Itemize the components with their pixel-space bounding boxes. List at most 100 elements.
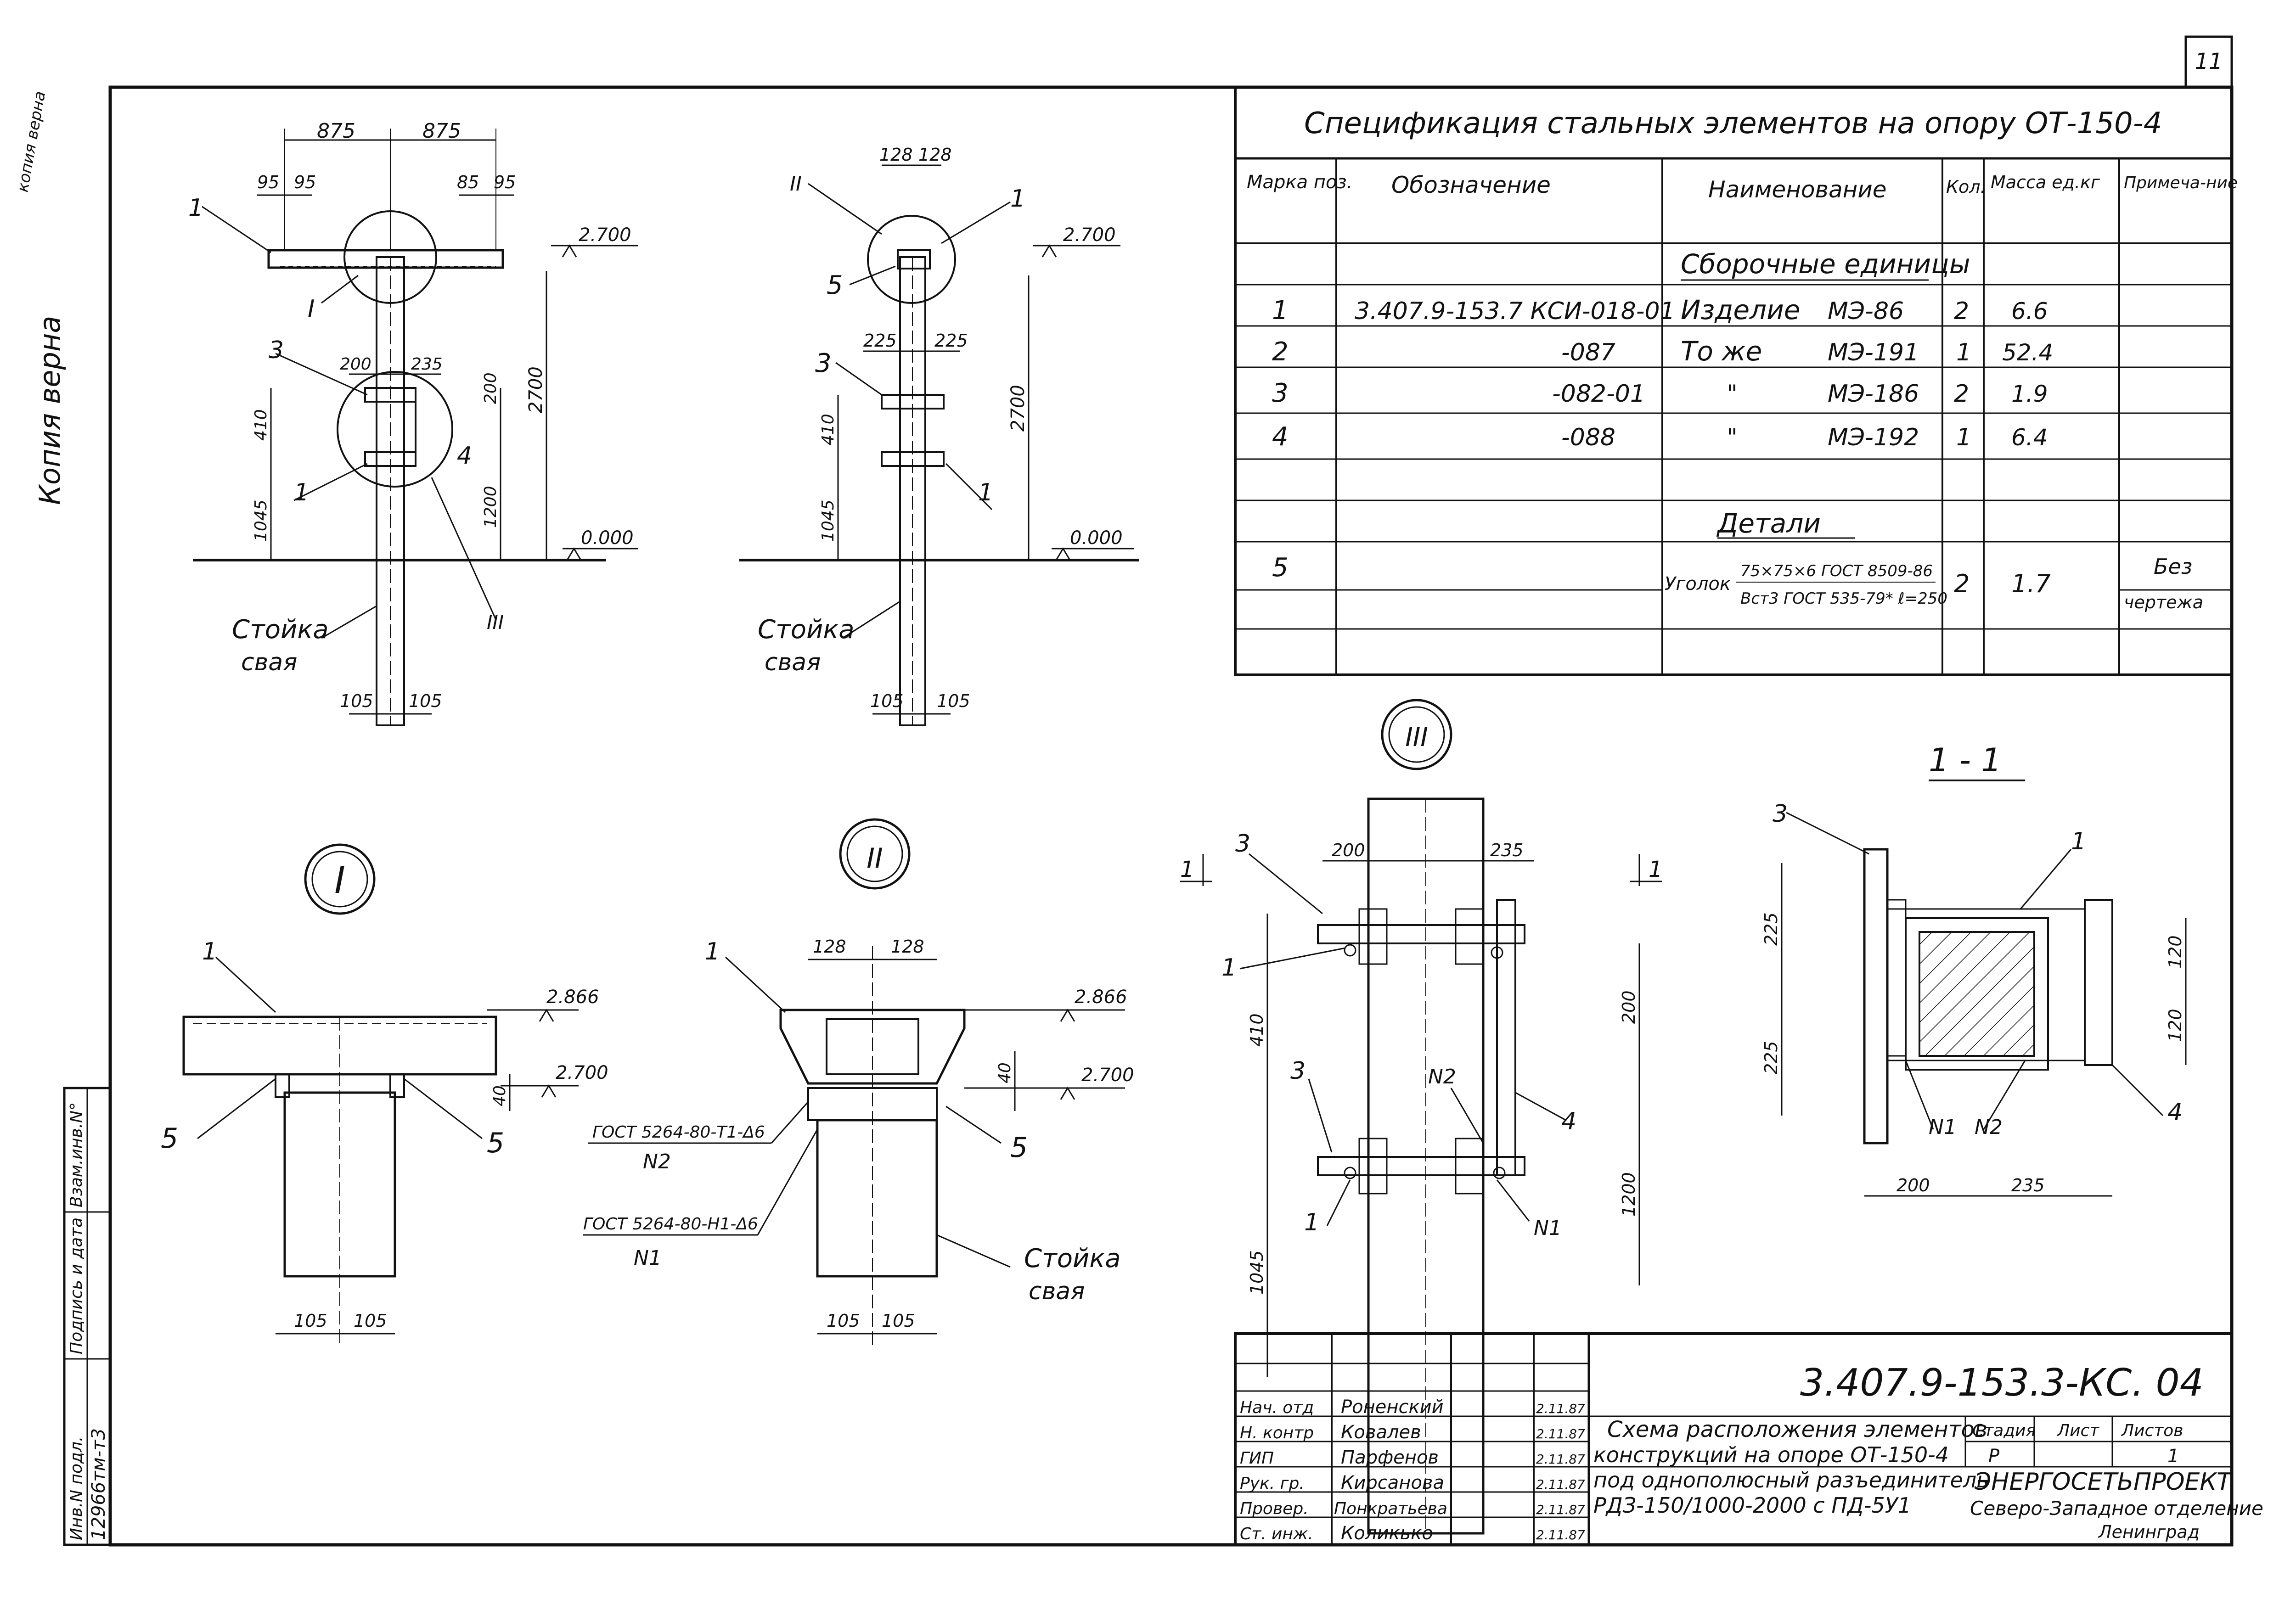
pile-label: Стойка	[758, 615, 855, 645]
dim: 2700	[1007, 385, 1029, 432]
svg-text:2.11.87: 2.11.87	[1536, 1502, 1585, 1517]
row-designation: -082-01	[1552, 380, 1645, 408]
callout: 1	[978, 479, 993, 506]
row-name: "	[1727, 380, 1738, 408]
svg-text:Коликько: Коликько	[1341, 1523, 1433, 1544]
row-qty: 2	[1954, 569, 1970, 598]
node-label: I	[334, 859, 345, 902]
callout: N2	[1975, 1116, 2003, 1139]
sheet-label: Лист	[2056, 1421, 2099, 1440]
stamp-small-text: копия верна	[13, 90, 49, 193]
row-mass: 6.6	[2011, 298, 2048, 325]
description-line: Схема расположения элементов	[1607, 1417, 1987, 1442]
row-qty: 2	[1954, 297, 1969, 325]
hdr-qty: Кол.	[1946, 177, 1986, 197]
elev-ground: 0.000	[581, 527, 634, 549]
svg-text:2.11.87: 2.11.87	[1536, 1477, 1585, 1492]
org-branch: Северо-Западное отделение	[1970, 1497, 2263, 1520]
svg-text:Рук. гр.: Рук. гр.	[1240, 1474, 1305, 1493]
sheets-label: Листов	[2121, 1421, 2183, 1440]
callout: 1	[294, 479, 309, 506]
dim: 875	[422, 119, 461, 143]
dim: 235	[411, 355, 443, 374]
hdr-note: Примеча-ние	[2124, 174, 2238, 192]
elev-ground: 0.000	[1070, 527, 1123, 549]
weld-spec: ГОСТ 5264-80-Т1-Δ6	[592, 1123, 765, 1142]
row-designation: -088	[1561, 424, 1615, 451]
dim: 105	[294, 1311, 327, 1331]
row-name: То же	[1681, 336, 1762, 367]
weld-no: N1	[634, 1246, 662, 1270]
org-name: ЭНЕРГОСЕТЬПРОЕКТ	[1974, 1468, 2233, 1496]
dim: 200	[1896, 1175, 1930, 1195]
node-I: I 2.866 2.700 40 105 105 1 5 5	[161, 843, 608, 1345]
hdr-name: Наименование	[1708, 176, 1887, 203]
elev: 2.700	[556, 1062, 608, 1083]
callout: 5	[1010, 1132, 1028, 1164]
row-pos: 1	[1272, 296, 1289, 325]
callout: 4	[1561, 1108, 1576, 1135]
callout: 3	[1773, 800, 1788, 828]
stamp-text: Копия верна	[33, 316, 67, 505]
weld-spec: ГОСТ 5264-80-Н1-Δ6	[583, 1215, 758, 1234]
dim: 1045	[1247, 1250, 1267, 1295]
group-details: Детали	[1716, 508, 1821, 539]
section-mark: 1	[1649, 857, 1663, 882]
weld-no: N2	[643, 1150, 671, 1173]
dim: 2700	[525, 366, 546, 413]
dim: 1045	[819, 499, 838, 542]
pile-label: свая	[1029, 1278, 1085, 1305]
copy-stamp: Копия верна	[33, 316, 67, 505]
dim: 128	[891, 937, 924, 957]
row-pos: 5	[1272, 553, 1289, 583]
left-margin-strip: Инв.N подл. 12966тм-т3 Подпись и дата Вз…	[63, 1087, 112, 1546]
dim: 128	[813, 937, 846, 957]
elev-top: 2.700	[1063, 224, 1116, 246]
row-name: "	[1727, 424, 1738, 451]
dim: 200	[1619, 990, 1639, 1024]
signature-row: Рук. гр. Кирсанова 2.11.87	[1240, 1472, 1585, 1493]
stage-label: Стадия	[1972, 1421, 2036, 1440]
row-qty: 1	[1956, 424, 1971, 451]
node-II: II 128 128 2.866 2.700 40 105 105 1 5 ГО…	[583, 818, 1134, 1345]
dim: 128	[879, 145, 913, 165]
row-mark: МЭ-86	[1828, 297, 1904, 325]
signature-row: Нач. отд Роненский 2.11.87	[1240, 1397, 1585, 1418]
sheets-value: 1	[2167, 1446, 2179, 1467]
sheet-number: 11	[2195, 49, 2223, 74]
callout: 3	[1235, 830, 1250, 858]
row-qty: 2	[1954, 380, 1969, 408]
dim: 200	[1332, 840, 1365, 860]
svg-text:ГИП: ГИП	[1240, 1449, 1274, 1468]
dim: 105	[937, 691, 970, 711]
dim: 225	[934, 331, 968, 351]
row-mass: 1.9	[2011, 381, 2048, 407]
row-mark: МЭ-186	[1828, 380, 1919, 408]
pile-label: свая	[765, 649, 821, 676]
row-qty: 1	[1956, 339, 1971, 366]
svg-text:Понкратьева: Понкратьева	[1334, 1499, 1447, 1518]
svg-text:Ст. инж.: Ст. инж.	[1240, 1525, 1313, 1543]
dim: 1200	[481, 486, 500, 528]
row-name-prefix: Уголок	[1665, 573, 1731, 595]
dim: 120	[2165, 1009, 2185, 1042]
callout: 1	[1221, 954, 1237, 982]
row-note-top: Без	[2154, 554, 2192, 579]
row-pos: 4	[1272, 422, 1289, 452]
svg-text:2.11.87: 2.11.87	[1536, 1452, 1585, 1467]
dim: 105	[882, 1311, 915, 1331]
svg-text:Нач. отд: Нач. отд	[1240, 1398, 1314, 1417]
row-note-bottom: чертежа	[2124, 592, 2203, 612]
title-block: 3.407.9-153.3-КС. 04 Нач. отд Роненский …	[1234, 1332, 2263, 1546]
stamp-small: копия верна	[13, 90, 49, 193]
callout: 3	[1290, 1057, 1306, 1085]
row-mark: МЭ-192	[1828, 424, 1919, 451]
dim: 200	[340, 355, 371, 374]
dim: 40	[996, 1062, 1014, 1083]
callout: 1	[1304, 1209, 1319, 1236]
callout: 4	[2167, 1099, 2183, 1126]
spec-table: Спецификация стальных элементов на опору…	[1234, 86, 2238, 676]
callout: 1	[1010, 185, 1025, 213]
callout: II	[790, 172, 802, 196]
dim: 1045	[252, 499, 270, 542]
